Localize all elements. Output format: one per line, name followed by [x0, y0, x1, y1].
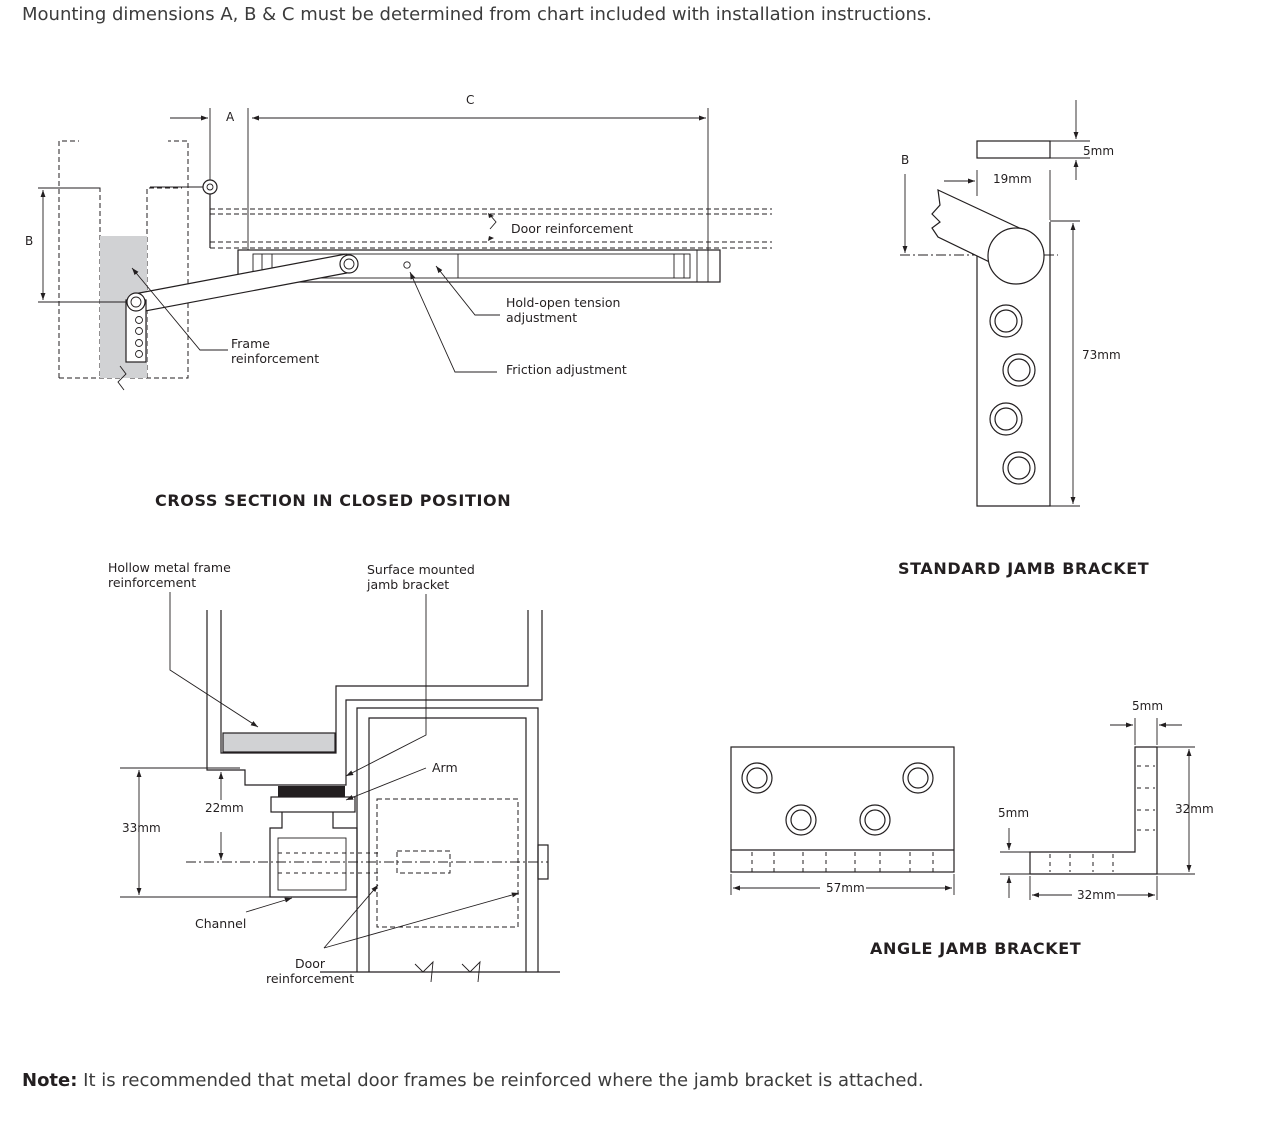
- bracket-19mm-label: 19mm: [993, 172, 1032, 186]
- dim-33mm-label: 33mm: [122, 821, 161, 835]
- detail-section-drawing: 33mm 22mm Hollow metal frame reinforceme…: [108, 560, 560, 986]
- bracket-5mm-label: 5mm: [1083, 144, 1114, 158]
- dim-5mm-side-label: 5mm: [998, 806, 1029, 820]
- hollow-frame-label-1: Hollow metal frame: [108, 560, 231, 575]
- cross-section-drawing: B A C Door reinforcemen: [25, 93, 772, 510]
- arm-plate: [278, 786, 345, 797]
- channel-body: [269, 812, 358, 898]
- arm-label: Arm: [432, 760, 458, 775]
- frame-reinforcement-label-1: Frame: [231, 336, 270, 351]
- arm-pivot-left: [126, 292, 146, 312]
- door-reinforcement-dashed: [376, 798, 519, 928]
- dim-a-label: A: [226, 110, 235, 124]
- frame-outline-left: [58, 140, 79, 378]
- door-reinforcement-label: Door reinforcement: [511, 221, 633, 236]
- surface-bracket-plate: [270, 796, 356, 813]
- dim-32mm-right-label: 32mm: [1175, 802, 1214, 816]
- dim-5mm-top-label: 5mm: [1132, 699, 1163, 713]
- angle-bracket-face: [730, 746, 955, 873]
- arm-pivot-right: [339, 254, 359, 274]
- dim-c-label: C: [466, 93, 474, 107]
- dim-32mm-bottom-label: 32mm: [1077, 888, 1116, 902]
- hold-open-label-1: Hold-open tension: [506, 295, 620, 310]
- standard-bracket-title: STANDARD JAMB BRACKET: [898, 559, 1149, 578]
- dim-22mm-label: 22mm: [205, 801, 244, 815]
- friction-screw: [403, 261, 411, 269]
- friction-leader: [409, 271, 497, 373]
- note-label: Note:: [22, 1070, 78, 1091]
- frame-outline-right: [130, 140, 189, 379]
- frame-reinforcement-label-2: reinforcement: [231, 351, 319, 366]
- hold-open-label-2: adjustment: [506, 310, 577, 325]
- hollow-frame-reinforcement: [222, 732, 336, 753]
- bracket-73mm-label: 73mm: [1082, 348, 1121, 362]
- footer-note: Note: It is recommended that metal door …: [22, 1070, 924, 1091]
- hollow-frame-label-2: reinforcement: [108, 575, 196, 590]
- intro-text: Mounting dimensions A, B & C must be det…: [22, 4, 933, 25]
- hollow-frame-leader: [169, 592, 259, 728]
- bracket-pivot: [987, 227, 1045, 285]
- angle-jamb-bracket-drawing: 57mm 5mm 32mm: [730, 699, 1214, 958]
- surface-bracket-label-1: Surface mounted: [367, 562, 475, 577]
- surface-bracket-leader: [345, 594, 427, 777]
- channel-leader: [245, 897, 293, 913]
- bracket-plate-top: [976, 140, 1051, 159]
- cross-section-title: CROSS SECTION IN CLOSED POSITION: [155, 491, 511, 510]
- note-text: It is recommended that metal door frames…: [77, 1070, 924, 1091]
- angle-bracket-title: ANGLE JAMB BRACKET: [870, 939, 1081, 958]
- closer-arm: [133, 253, 353, 313]
- channel-label: Channel: [195, 916, 246, 931]
- closer-body: [237, 249, 721, 283]
- dim-b-label: B: [25, 234, 33, 248]
- hold-open-leader: [435, 265, 500, 316]
- door-reinforcement-label-2: reinforcement: [266, 971, 354, 986]
- surface-bracket-label-2: jamb bracket: [366, 577, 449, 592]
- bracket-b-label: B: [901, 153, 909, 167]
- door-reinforcement-label-1: Door: [295, 956, 326, 971]
- arm-leader: [345, 767, 427, 801]
- dim-57mm-label: 57mm: [826, 881, 865, 895]
- pivot-circle: [202, 179, 218, 195]
- standard-jamb-bracket-drawing: 5mm 19mm B: [898, 100, 1149, 578]
- bracket-body: [976, 222, 1051, 507]
- friction-label: Friction adjustment: [506, 362, 627, 377]
- frame-reinforcement-leader: [131, 267, 228, 351]
